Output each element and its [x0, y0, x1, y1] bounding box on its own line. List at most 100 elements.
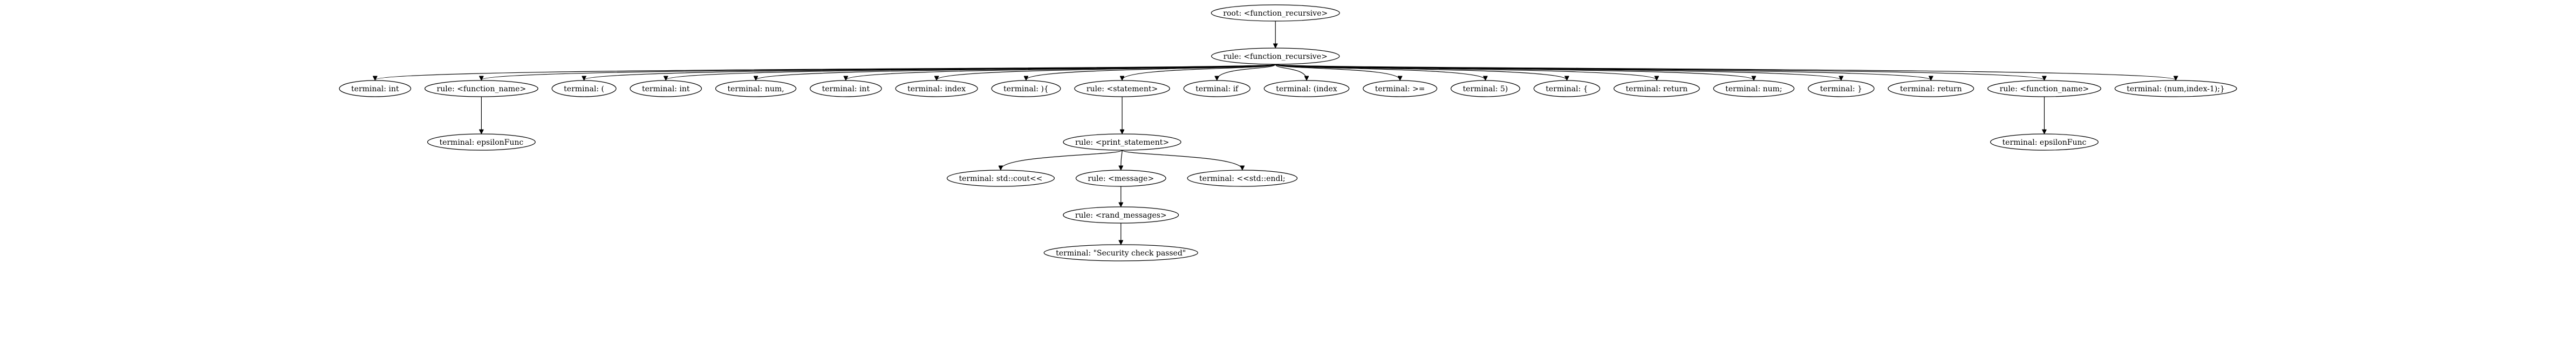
tree-node: terminal: if	[1183, 80, 1251, 97]
node-ellipse	[2114, 80, 2237, 97]
node-label: rule: <print_statement>	[1075, 138, 1169, 147]
tree-edge	[1275, 64, 1307, 80]
tree-node: rule: <statement>	[1074, 80, 1170, 97]
node-ellipse	[1263, 80, 1350, 97]
tree-node: terminal: epsilonFunc	[427, 133, 536, 151]
node-label: terminal: num;	[1725, 85, 1782, 93]
node-label: terminal: "Security check passed"	[1056, 249, 1186, 258]
node-ellipse	[1183, 80, 1251, 97]
tree-node: rule: <function_name>	[1987, 80, 2101, 97]
tree-node: terminal: int	[339, 80, 412, 97]
tree-node: terminal: std::cout<<	[946, 170, 1055, 187]
node-ellipse	[946, 170, 1055, 187]
node-ellipse	[715, 80, 797, 97]
node-label: rule: <rand_messages>	[1075, 211, 1167, 220]
node-label: terminal: (num,index-1);}	[2127, 85, 2225, 93]
node-label: terminal: (	[564, 85, 604, 93]
node-ellipse	[1074, 80, 1170, 97]
tree-node: terminal: (num,index-1);}	[2114, 80, 2237, 97]
node-ellipse	[424, 80, 538, 97]
tree-node: terminal: num;	[1713, 80, 1795, 97]
tree-node: terminal: (	[551, 80, 617, 97]
node-ellipse	[991, 80, 1061, 97]
node-label: terminal: return	[1900, 85, 1962, 93]
node-label: terminal: 5)	[1463, 85, 1508, 93]
node-label: terminal: epsilonFunc	[2003, 138, 2087, 147]
node-label: terminal: std::cout<<	[959, 174, 1042, 183]
node-label: terminal: (index	[1276, 85, 1337, 93]
node-label: rule: <function_name>	[2000, 85, 2089, 93]
tree-edge	[1001, 150, 1123, 170]
node-ellipse	[427, 133, 536, 151]
tree-node: terminal: }	[1808, 80, 1875, 97]
tree-edge	[1122, 150, 1242, 170]
node-ellipse	[339, 80, 412, 97]
node-label: terminal: int	[351, 85, 399, 93]
node-ellipse	[1187, 170, 1298, 187]
nodes-layer: root: <function_recursive> rule: <functi…	[339, 4, 2237, 261]
node-label: terminal: ){	[1003, 85, 1049, 93]
node-label: terminal: int	[642, 85, 690, 93]
node-label: rule: <function_recursive>	[1224, 52, 1328, 61]
node-label: rule: <function_name>	[437, 85, 527, 93]
node-ellipse	[1990, 133, 2099, 151]
node-ellipse	[809, 80, 882, 97]
node-ellipse	[1063, 133, 1181, 151]
edges-layer	[375, 21, 2176, 244]
tree-node: terminal: 5)	[1450, 80, 1520, 97]
node-ellipse	[1450, 80, 1520, 97]
tree-edge	[1217, 64, 1276, 80]
tree-node: rule: <message>	[1075, 170, 1166, 187]
node-label: root: <function_recursive>	[1223, 9, 1328, 18]
tree-edge	[375, 64, 1276, 80]
tree-edge	[1275, 64, 2176, 80]
node-label: terminal: index	[907, 85, 966, 93]
tree-node: root: <function_recursive>	[1211, 4, 1340, 22]
node-label: terminal: }	[1820, 85, 1862, 93]
node-ellipse	[1363, 80, 1438, 97]
tree-node: terminal: int	[630, 80, 702, 97]
tree-node: terminal: num,	[715, 80, 797, 97]
node-label: terminal: epsilonFunc	[439, 138, 523, 147]
node-label: terminal: >=	[1375, 85, 1425, 93]
node-ellipse	[1075, 170, 1166, 187]
tree-node: rule: <rand_messages>	[1063, 206, 1179, 224]
node-label: terminal: {	[1546, 85, 1588, 93]
tree-node: rule: <function_name>	[424, 80, 538, 97]
node-ellipse	[1808, 80, 1875, 97]
node-ellipse	[1211, 4, 1340, 22]
node-label: terminal: int	[822, 85, 870, 93]
tree-node: terminal: index	[895, 80, 978, 97]
tree-node: terminal: (index	[1263, 80, 1350, 97]
node-ellipse	[1987, 80, 2101, 97]
tree-node: rule: <print_statement>	[1063, 133, 1181, 151]
tree-node: terminal: return	[1613, 80, 1700, 97]
node-ellipse	[1043, 244, 1198, 261]
tree-node: terminal: ){	[991, 80, 1061, 97]
node-label: terminal: if	[1195, 85, 1239, 93]
node-ellipse	[895, 80, 978, 97]
node-label: rule: <message>	[1088, 174, 1154, 183]
tree-edge	[1122, 64, 1276, 80]
node-ellipse	[1533, 80, 1601, 97]
node-label: terminal: <<std::endl;	[1199, 174, 1286, 183]
node-label: terminal: return	[1626, 85, 1688, 93]
tree-node: terminal: return	[1888, 80, 1974, 97]
tree-node: terminal: <<std::endl;	[1187, 170, 1298, 187]
node-ellipse	[1888, 80, 1974, 97]
tree-node: terminal: epsilonFunc	[1990, 133, 2099, 151]
node-ellipse	[1211, 48, 1340, 65]
tree-edge	[1275, 64, 1400, 80]
tree-node: terminal: >=	[1363, 80, 1438, 97]
node-ellipse	[1063, 206, 1179, 224]
tree-node: terminal: int	[809, 80, 882, 97]
tree-node: rule: <function_recursive>	[1211, 48, 1340, 65]
node-ellipse	[551, 80, 617, 97]
node-ellipse	[1613, 80, 1700, 97]
tree-edge	[1121, 150, 1122, 170]
node-ellipse	[630, 80, 702, 97]
node-label: terminal: num,	[727, 85, 784, 93]
tree-node: terminal: {	[1533, 80, 1601, 97]
node-ellipse	[1713, 80, 1795, 97]
